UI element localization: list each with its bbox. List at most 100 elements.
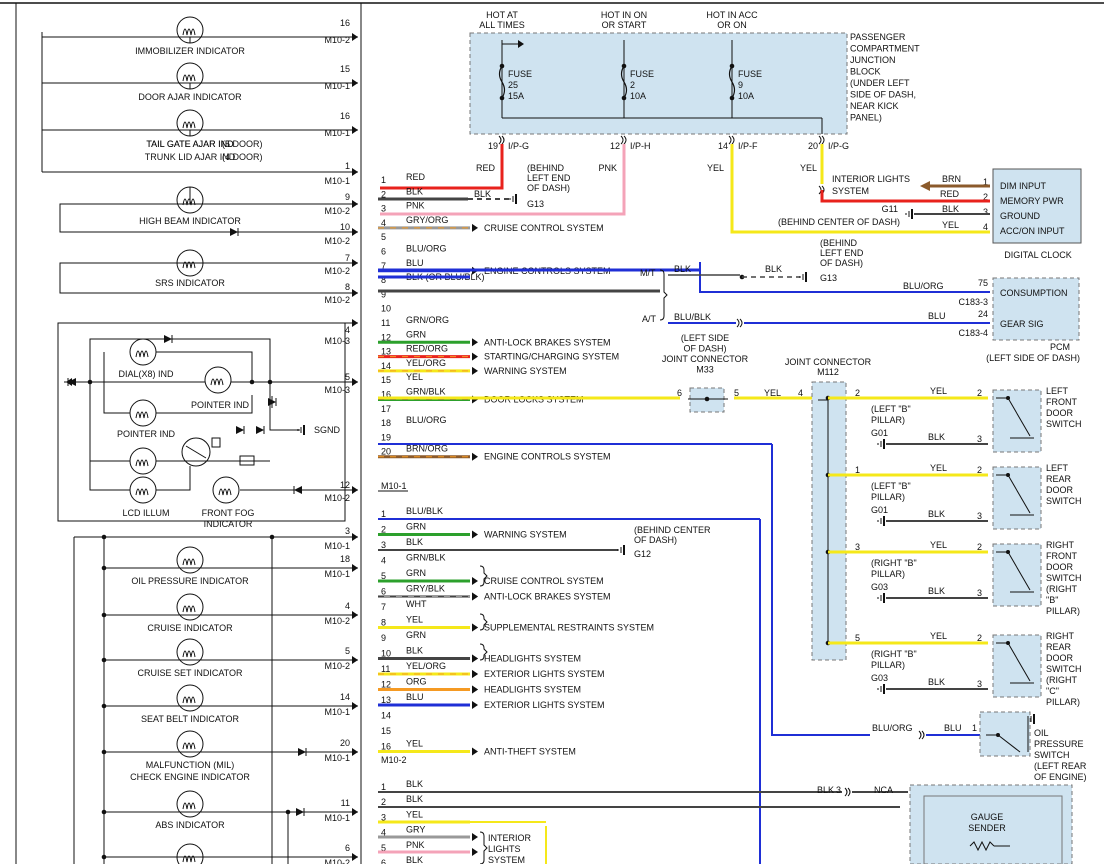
switch-contact <box>1006 473 1010 477</box>
pin-number: 12 <box>340 480 350 490</box>
arrow-head <box>352 259 358 267</box>
pin-number: 2 <box>381 797 386 807</box>
high-beam-wire <box>59 187 358 233</box>
pin-number: 9 <box>381 633 386 643</box>
arrow-head <box>472 223 478 232</box>
m33-title: OF DASH) <box>683 344 726 354</box>
door-switch-title: SWITCH <box>1046 419 1082 429</box>
wire-color: BRN <box>942 174 961 184</box>
connector-id: M10-1 <box>324 541 350 551</box>
feed-header: OR ON <box>717 20 747 30</box>
pin-number: 75 <box>978 278 988 288</box>
wire-color: RED/ORG <box>406 344 448 354</box>
door-switch-title: REAR <box>1046 474 1072 484</box>
system-name: STARTING/CHARGING SYSTEM <box>484 352 619 362</box>
fuse-icon <box>728 65 736 99</box>
pin-number: 14 <box>340 692 350 702</box>
indicator-label: CHECK ENGINE INDICATOR <box>130 772 250 782</box>
connector-id: M10-2 <box>324 493 350 503</box>
arrow-head <box>472 452 478 461</box>
wire-color: BLK <box>406 855 423 864</box>
pointer-lamp-icon-filament-icon <box>210 378 224 386</box>
wire-color: BLU/ORG <box>406 244 447 254</box>
pin-number: 3 <box>977 434 982 444</box>
wire-color: GRY <box>406 825 425 835</box>
arrow-head <box>472 577 478 585</box>
splice-dot <box>101 612 107 618</box>
dial-lamp-icon-filament-icon <box>135 350 149 358</box>
m33-title: M33 <box>696 365 714 375</box>
wire-color: PNK <box>406 201 425 211</box>
ground-note: OF DASH) <box>527 183 570 193</box>
arrow-head <box>472 623 478 632</box>
wire-color: YEL <box>406 372 423 382</box>
pin-number: 16 <box>381 742 391 752</box>
indicator-label: CRUISE SET INDICATOR <box>137 668 243 678</box>
system-name: WARNING SYSTEM <box>484 366 567 376</box>
wire-color: BLK <box>942 204 959 214</box>
gauge-label: LCD ILLUM <box>122 508 169 518</box>
pcm-pin-name: CONSUMPTION <box>1000 288 1068 298</box>
arrow-head <box>472 352 478 361</box>
head-brace <box>479 643 488 661</box>
wire-color: RED <box>406 172 426 182</box>
pin-number: 3 <box>977 588 982 598</box>
pin-number: 3 <box>381 540 386 550</box>
connector-id: C183-3 <box>958 297 988 307</box>
pin-number: 7 <box>381 261 386 271</box>
door-switch-title: RIGHT <box>1046 631 1075 641</box>
pin-number: 1 <box>972 723 977 733</box>
pin-number: 8 <box>381 275 386 285</box>
pin-number: 3 <box>977 511 982 521</box>
splice-dot <box>729 63 735 69</box>
ground-name: G12 <box>634 549 651 559</box>
pin-number: 9 <box>345 192 350 202</box>
door-switch-title: (RIGHT <box>1046 584 1077 594</box>
pin-number: 4 <box>345 325 350 335</box>
pin-number: 2 <box>977 542 982 552</box>
fuse-label: 9 <box>738 80 743 90</box>
pin-number: 20 <box>340 738 350 748</box>
feed-header: OR START <box>602 20 647 30</box>
wire-color: BLU <box>406 258 424 268</box>
arrow-head <box>472 530 478 539</box>
door-switch-title: "B" <box>1046 595 1058 605</box>
high-beam-lamp-icon-filament-icon <box>182 198 196 206</box>
pin-number: 18 <box>381 418 391 428</box>
wire-color: GRN/BLK <box>406 553 446 563</box>
lcd-lamp-icon-2-filament-icon <box>135 488 149 496</box>
wire-color: PNK <box>406 840 425 850</box>
inline-connector-icon <box>498 135 505 145</box>
wire-color: BLK <box>474 189 491 199</box>
feed-header: HOT AT <box>486 10 518 20</box>
junction-block-title: NEAR KICK <box>850 101 899 111</box>
pin-number: 3 <box>855 542 860 552</box>
wire-color: YEL <box>406 615 423 625</box>
connector-id: I/P-F <box>738 141 758 151</box>
door-switch-title: "C" <box>1046 686 1059 696</box>
pin-number: 14 <box>381 711 391 721</box>
meter-needle <box>185 445 207 459</box>
m112-title: M112 <box>817 367 839 377</box>
pin-number: 1 <box>983 177 988 187</box>
pcm-pin-name: GEAR SIG <box>1000 319 1044 329</box>
pin-number: 4 <box>983 222 988 232</box>
arrow-head <box>352 702 358 710</box>
wire-color: RED <box>940 189 960 199</box>
ground-loc: (RIGHT "B" <box>871 649 917 659</box>
gauge-diode-icon <box>164 335 172 343</box>
pin-number: 10 <box>381 304 391 314</box>
splice-dot <box>101 657 107 663</box>
arrow-head <box>472 747 478 756</box>
clock-pin-name: MEMORY PWR <box>1000 196 1064 206</box>
pin-number: 2 <box>381 189 386 199</box>
wire-color: BLU <box>944 723 962 733</box>
mil-diode-icon <box>298 748 306 756</box>
feed-header: HOT IN ON <box>601 10 647 20</box>
lcd-lamp-icon-filament-icon <box>135 459 149 467</box>
trans-brace <box>659 269 668 321</box>
wire-color: BLU/ORG <box>406 415 447 425</box>
system-name: HEADLIGHTS SYSTEM <box>484 685 581 695</box>
indicator-note: (5 DOOR) <box>222 139 263 149</box>
ground-name: G01 <box>871 505 888 515</box>
